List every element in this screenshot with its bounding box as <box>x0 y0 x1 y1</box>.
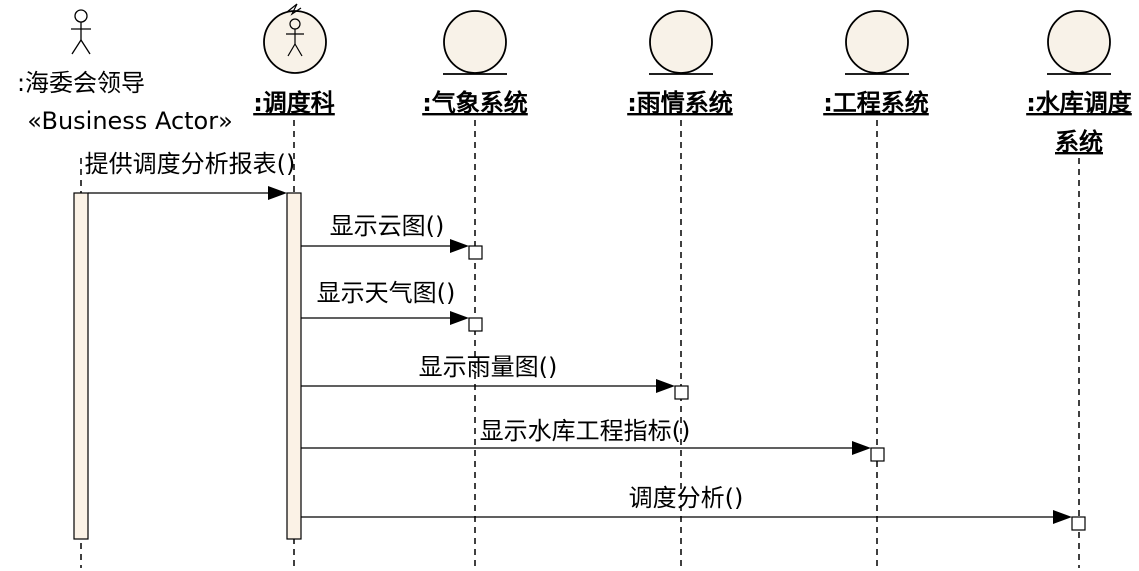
message-label: 显示云图() <box>330 212 445 240</box>
arrowhead <box>450 311 469 325</box>
message-label: 显示天气图() <box>317 279 456 307</box>
actor-icon <box>71 9 91 55</box>
participant-reservoir-label-line1: :水库调度 <box>1026 89 1133 117</box>
business-worker-icon <box>263 3 327 74</box>
execution-box <box>1071 516 1086 531</box>
participant-engineering-label: :工程系统 <box>823 89 929 117</box>
arrowhead <box>656 379 675 393</box>
activation-bar-dispatch <box>286 192 302 540</box>
message-label: 调度分析() <box>629 484 744 512</box>
participant-reservoir-label-line2: 系统 <box>1055 128 1103 156</box>
participant-dispatch-label: :调度科 <box>253 89 335 117</box>
arrowhead <box>852 441 871 455</box>
execution-box <box>468 317 483 332</box>
actor-name: :海委会领导 <box>17 69 145 97</box>
actor-stereotype: «Business Actor» <box>27 107 233 135</box>
message-label: 显示雨量图() <box>419 353 558 381</box>
participant-weather-label: :气象系统 <box>422 89 528 117</box>
entity-icon <box>1047 10 1111 75</box>
entity-icon <box>649 10 713 75</box>
arrowhead <box>450 239 469 253</box>
execution-box <box>870 447 885 462</box>
execution-box <box>674 385 689 400</box>
entity-icon <box>845 10 909 75</box>
message-label: 提供调度分析报表() <box>85 150 296 178</box>
activation-bar-actor <box>73 192 89 540</box>
arrowhead <box>1053 510 1072 524</box>
entity-icon <box>443 10 507 75</box>
participant-rain-label: :雨情系统 <box>627 89 733 117</box>
arrowhead <box>268 186 287 200</box>
execution-box <box>468 245 483 260</box>
message-label: 显示水库工程指标() <box>480 417 691 445</box>
